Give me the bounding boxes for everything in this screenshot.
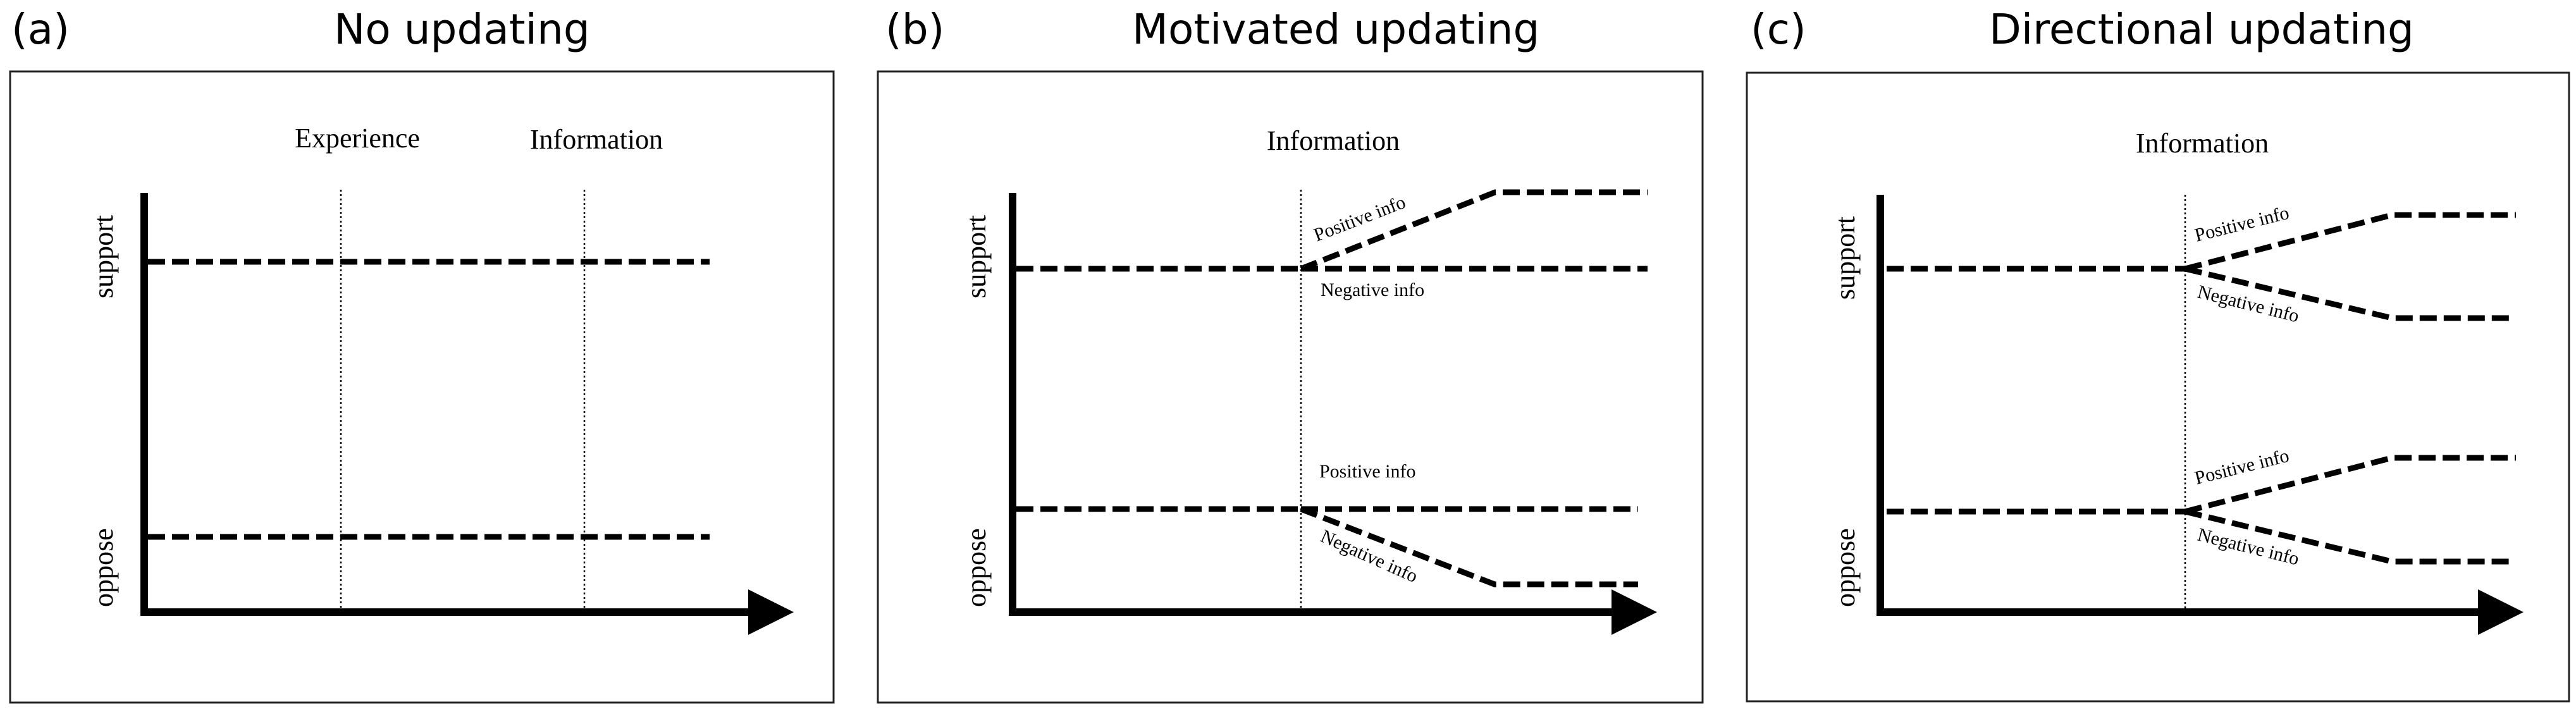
panel-a-label: (a) <box>11 5 70 54</box>
panel-b: Information support oppose Positive info… <box>877 70 1704 704</box>
y-label-support: support <box>961 215 992 298</box>
support-negative-line <box>2184 266 2512 321</box>
marker-label-information: Information <box>530 124 663 155</box>
annotation-oppose-positive: Positive info <box>1319 461 1416 482</box>
panel-c-label: (c) <box>1751 5 1806 54</box>
marker-label-information: Information <box>1267 125 1400 156</box>
panel-c: Information support oppose Positive info… <box>1746 71 2570 703</box>
panel-a-title: No updating <box>334 5 590 54</box>
support-positive-line <box>1300 189 1648 272</box>
panel-b-title: Motivated updating <box>1132 5 1540 54</box>
marker-label-experience: Experience <box>295 123 420 154</box>
y-label-oppose: oppose <box>1830 528 1861 607</box>
oppose-positive-line <box>2184 455 2516 515</box>
support-positive-line <box>2184 212 2516 272</box>
y-label-support: support <box>1830 216 1861 300</box>
y-label-support: support <box>88 215 119 298</box>
y-label-oppose: oppose <box>88 528 119 607</box>
marker-label-information: Information <box>2136 128 2269 159</box>
oppose-negative-line <box>2184 508 2512 565</box>
y-label-oppose: oppose <box>961 528 992 607</box>
panel-b-label: (b) <box>885 5 945 54</box>
annotation-support-negative: Negative info <box>1321 280 1424 300</box>
panel-a-frame <box>9 70 835 704</box>
panel-c-title: Directional updating <box>1989 5 2414 54</box>
panel-c-frame <box>1746 71 2570 703</box>
panel-b-frame <box>877 70 1704 704</box>
oppose-negative-line <box>1300 506 1638 587</box>
panel-a: Experience Information support oppose <box>9 70 835 704</box>
